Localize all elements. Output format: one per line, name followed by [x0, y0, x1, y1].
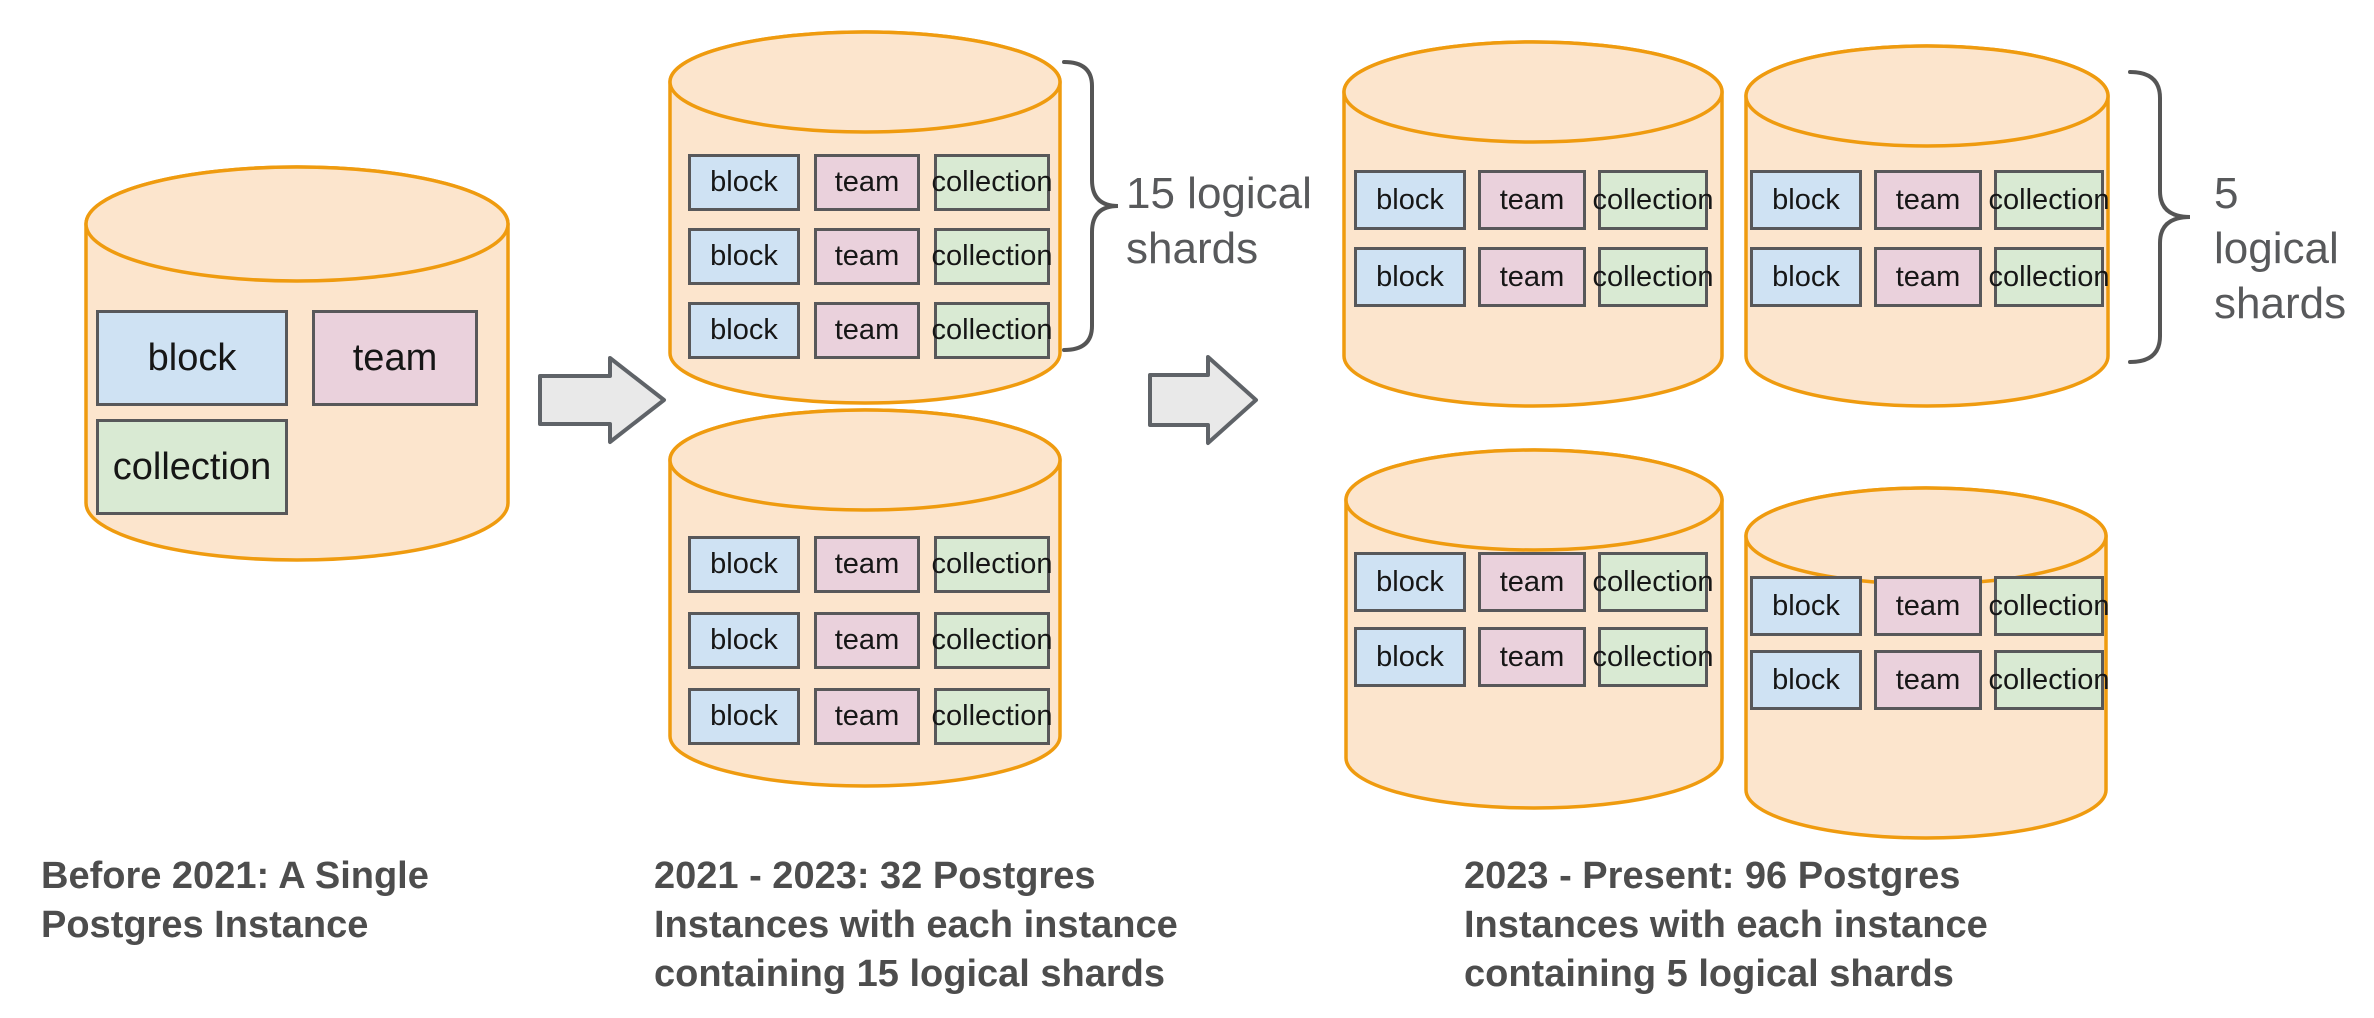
collection-table: collection — [1989, 170, 2109, 230]
shard-row: block team collection — [688, 228, 1052, 285]
collection-table: collection — [932, 536, 1052, 593]
shard-count-label: 5 logical shards — [2214, 169, 2347, 328]
collection-table: collection — [1989, 247, 2109, 307]
block-table: block — [1354, 247, 1466, 307]
collection-table: collection — [1593, 552, 1713, 612]
collection-table: collection — [1989, 650, 2109, 710]
shard-count-brace — [2128, 70, 2191, 364]
shard-row: block team collection — [1750, 576, 2109, 636]
team-table: team — [814, 228, 920, 285]
team-table: team — [814, 154, 920, 211]
team-table: team — [1874, 247, 1982, 307]
shard-row: block team collection — [1354, 552, 1713, 612]
block-table: block — [1750, 247, 1862, 307]
team-table: team — [1478, 170, 1586, 230]
block-table: block — [1354, 170, 1466, 230]
collection-table: collection — [932, 612, 1052, 669]
block-table: block — [688, 612, 800, 669]
block-table: block — [1750, 170, 1862, 230]
collection-table: collection — [1593, 170, 1713, 230]
block-table: block — [1354, 627, 1466, 687]
shard-row: block team collection — [1354, 170, 1713, 230]
shard-row: block team collection — [688, 612, 1052, 669]
block-table: block — [96, 310, 288, 406]
shard-row: block team collection — [1750, 247, 2109, 307]
team-table: team — [1478, 552, 1586, 612]
collection-table: collection — [932, 228, 1052, 285]
collection-table: collection — [1593, 247, 1713, 307]
shard-row: block team collection — [1354, 247, 1713, 307]
team-table: team — [814, 536, 920, 593]
block-table: block — [688, 536, 800, 593]
collection-table: collection — [1989, 576, 2109, 636]
stage-caption: 2021 - 2023: 32 Postgres Instances with … — [654, 855, 1178, 995]
block-table: block — [688, 154, 800, 211]
shard-row: block team collection — [688, 536, 1052, 593]
block-table: block — [1750, 650, 1862, 710]
stage-caption: Before 2021: A Single Postgres Instance — [41, 855, 429, 946]
shard-row: block team collection — [688, 302, 1052, 359]
team-table: team — [1874, 576, 1982, 636]
migration-arrow-icon — [538, 356, 666, 444]
shard-row: block team collection — [688, 688, 1052, 745]
team-table: team — [1478, 627, 1586, 687]
block-table: block — [688, 302, 800, 359]
block-table: block — [1354, 552, 1466, 612]
collection-table: collection — [932, 688, 1052, 745]
team-table: team — [814, 302, 920, 359]
stage-caption: 2023 - Present: 96 Postgres Instances wi… — [1464, 855, 1988, 995]
block-table: block — [688, 688, 800, 745]
collection-table: collection — [932, 154, 1052, 211]
team-table: team — [814, 688, 920, 745]
team-table: team — [1874, 170, 1982, 230]
shard-count-label: 15 logical shards — [1126, 169, 1312, 273]
block-table: block — [1750, 576, 1862, 636]
team-table: team — [1478, 247, 1586, 307]
collection-table: collection — [932, 302, 1052, 359]
shard-row: block team collection — [688, 154, 1052, 211]
collection-table: collection — [96, 419, 288, 515]
migration-arrow-icon — [1148, 355, 1258, 445]
team-table: team — [312, 310, 478, 406]
team-table: team — [814, 612, 920, 669]
shard-row: block team collection — [1354, 627, 1713, 687]
block-table: block — [688, 228, 800, 285]
team-table: team — [1874, 650, 1982, 710]
shard-row: block team collection — [1750, 650, 2109, 710]
collection-table: collection — [1593, 627, 1713, 687]
shard-count-brace — [1062, 60, 1119, 352]
shard-row: block team collection — [1750, 170, 2109, 230]
